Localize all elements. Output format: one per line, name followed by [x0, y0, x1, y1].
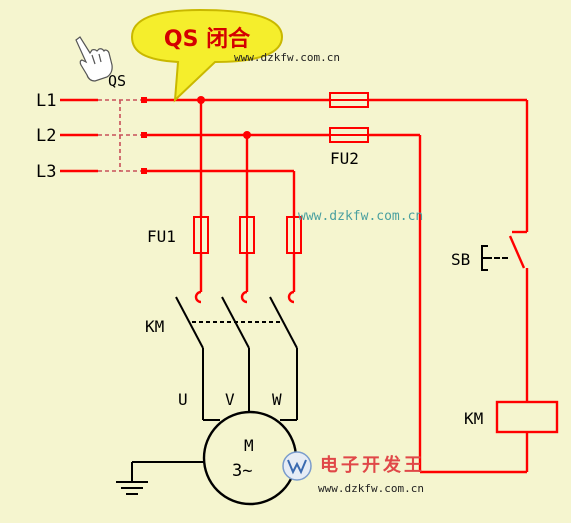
watermark-middle: www.dzkfw.com.cn [298, 209, 423, 224]
callout-text: QS 闭合 [164, 26, 251, 52]
qs-switch [98, 99, 142, 172]
motor-label-m: M [244, 436, 254, 455]
label-v: V [225, 390, 235, 409]
label-km-coil: KM [464, 409, 483, 428]
label-l3: L3 [36, 162, 56, 182]
logo-text: 电子开发王 [320, 454, 425, 476]
label-qs: QS [108, 72, 126, 90]
km-main-contacts [175, 296, 298, 349]
label-km-contacts: KM [145, 317, 164, 336]
fuse-fu2 [329, 92, 369, 143]
watermark-top: www.dzkfw.com.cn [234, 51, 340, 64]
motor [202, 410, 298, 506]
label-sb: SB [451, 250, 470, 269]
dzkfw-logo-icon [282, 451, 312, 481]
energized-wires [142, 98, 529, 474]
sb-pushbutton [508, 230, 527, 269]
label-l1: L1 [36, 91, 56, 111]
input-leads [60, 98, 98, 173]
pointing-hand-icon [75, 36, 113, 82]
label-fu2: FU2 [330, 149, 359, 168]
label-fu1: FU1 [147, 227, 176, 246]
fuse-fu1 [193, 216, 302, 254]
ground-symbol [116, 461, 204, 495]
km-coil [495, 400, 559, 434]
sb-actuator [481, 245, 508, 271]
motor-label-3: 3~ [232, 461, 252, 481]
label-w: W [272, 390, 282, 409]
junction-dots [141, 96, 251, 174]
motor-leads [202, 348, 298, 421]
watermark-bottom: www.dzkfw.com.cn [318, 482, 424, 495]
callout-bubble: QS 闭合 [130, 8, 284, 103]
label-l2: L2 [36, 126, 56, 146]
label-u: U [178, 390, 188, 409]
